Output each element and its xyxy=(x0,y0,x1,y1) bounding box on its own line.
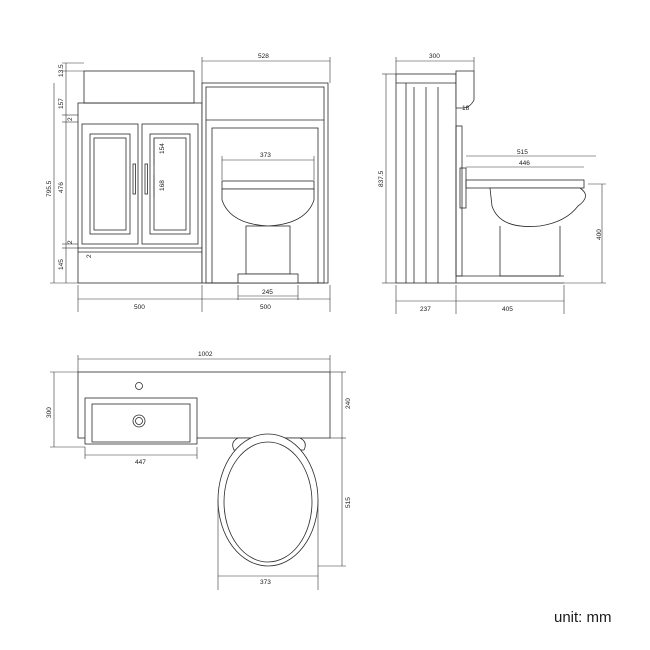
dim-2-top: 2 xyxy=(67,117,74,121)
unit-note: unit: mm xyxy=(554,609,612,626)
right-door xyxy=(141,123,199,245)
vanity-cabinet xyxy=(77,102,203,284)
basin-side xyxy=(455,70,475,109)
dim-400: 400 xyxy=(596,229,603,240)
basin-front xyxy=(83,70,195,104)
plug-hole xyxy=(132,414,146,428)
dim-515-side: 515 xyxy=(517,149,528,156)
dim-500-right: 500 xyxy=(260,304,271,311)
side-bowl xyxy=(489,187,586,227)
dim-145: 145 xyxy=(58,259,65,270)
dim-237: 237 xyxy=(420,306,431,313)
dim-18: 18 xyxy=(462,105,470,112)
left-handle xyxy=(132,163,136,195)
dim-245: 245 xyxy=(262,289,273,296)
plan-toilet-seat xyxy=(217,433,319,567)
plan-view: 1002 300 240 447 515 373 xyxy=(46,351,352,590)
dim-157: 157 xyxy=(58,98,65,109)
side-seat xyxy=(465,179,585,189)
side-view: 300 837.5 18 515 446 400 237 405 xyxy=(378,53,606,314)
dim-300-plan: 300 xyxy=(46,407,53,418)
dim-515-plan: 515 xyxy=(345,497,352,508)
dim-13-5: 13.5 xyxy=(58,64,65,77)
dim-300-side: 300 xyxy=(429,53,440,60)
dim-446: 446 xyxy=(519,160,530,167)
dim-240: 240 xyxy=(345,398,352,409)
dim-2-door: 2 xyxy=(86,254,93,258)
dim-154: 154 xyxy=(159,143,166,154)
dim-795-5: 795.5 xyxy=(46,180,53,197)
plan-basin xyxy=(84,397,198,445)
dim-405: 405 xyxy=(502,306,513,313)
dim-1002: 1002 xyxy=(198,351,213,358)
left-door xyxy=(81,123,139,245)
dim-476: 476 xyxy=(58,182,65,193)
dim-168: 168 xyxy=(159,180,166,191)
dim-528: 528 xyxy=(258,53,269,60)
dim-373-plan: 373 xyxy=(260,579,271,586)
dim-447: 447 xyxy=(135,459,146,466)
dim-2-bottom: 2 xyxy=(67,240,74,244)
dim-373-front: 373 xyxy=(260,152,271,159)
front-view: 528 13.5 157 2 476 2 145 795.5 154 168 2… xyxy=(46,53,331,312)
tap-hole xyxy=(135,382,143,390)
toilet-pedestal xyxy=(245,225,291,275)
dim-500-left: 500 xyxy=(134,304,145,311)
dim-837-5: 837.5 xyxy=(378,170,385,187)
toilet-seat-front xyxy=(221,180,315,190)
right-handle xyxy=(144,163,148,195)
